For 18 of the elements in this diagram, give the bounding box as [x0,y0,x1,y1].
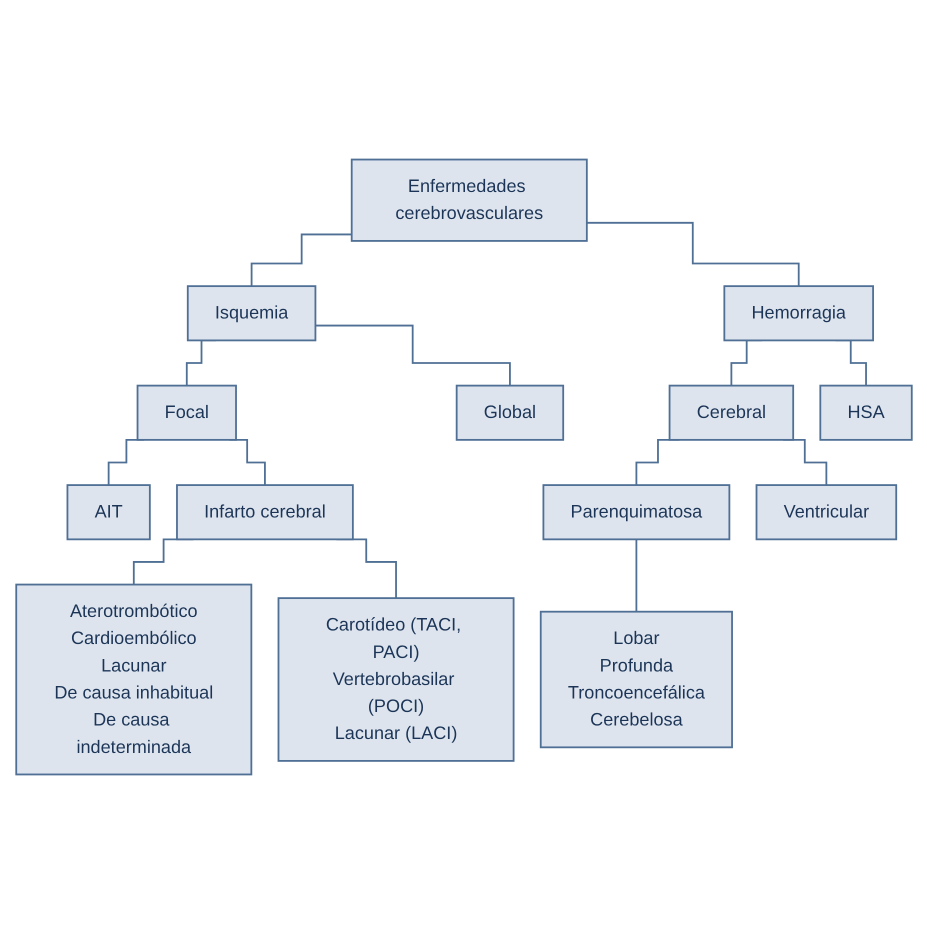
connector [634,538,637,612]
node-box: Cerebral [668,384,794,440]
node-box: Aterotrombótico Cardioembólico Lacunar De causa inhabitual De causa indeterminada [14,583,252,775]
node-box: Focal [136,384,236,440]
node-box: Parenquimatosa [542,484,730,540]
node-box: Infarto cerebral [176,484,354,540]
connector [250,233,352,287]
node-box: Global [455,384,564,440]
node-box: Hemorragia [722,284,874,341]
connector [586,221,800,287]
node-box: Carotídeo (TACI, PACI) Vertebrobasilar (POCI) Lacunar (LACI) [277,596,514,762]
node-box: Isquemia [186,284,316,341]
node-box: Ventricular [755,484,897,540]
node-box: AIT [66,484,150,540]
node-box: Lobar Profunda Troncoencefálica Cerebelosa [539,610,732,748]
node-box: HSA [818,384,912,440]
connector [314,324,510,386]
node-box: Enfermedades cerebrovasculares [350,158,588,242]
